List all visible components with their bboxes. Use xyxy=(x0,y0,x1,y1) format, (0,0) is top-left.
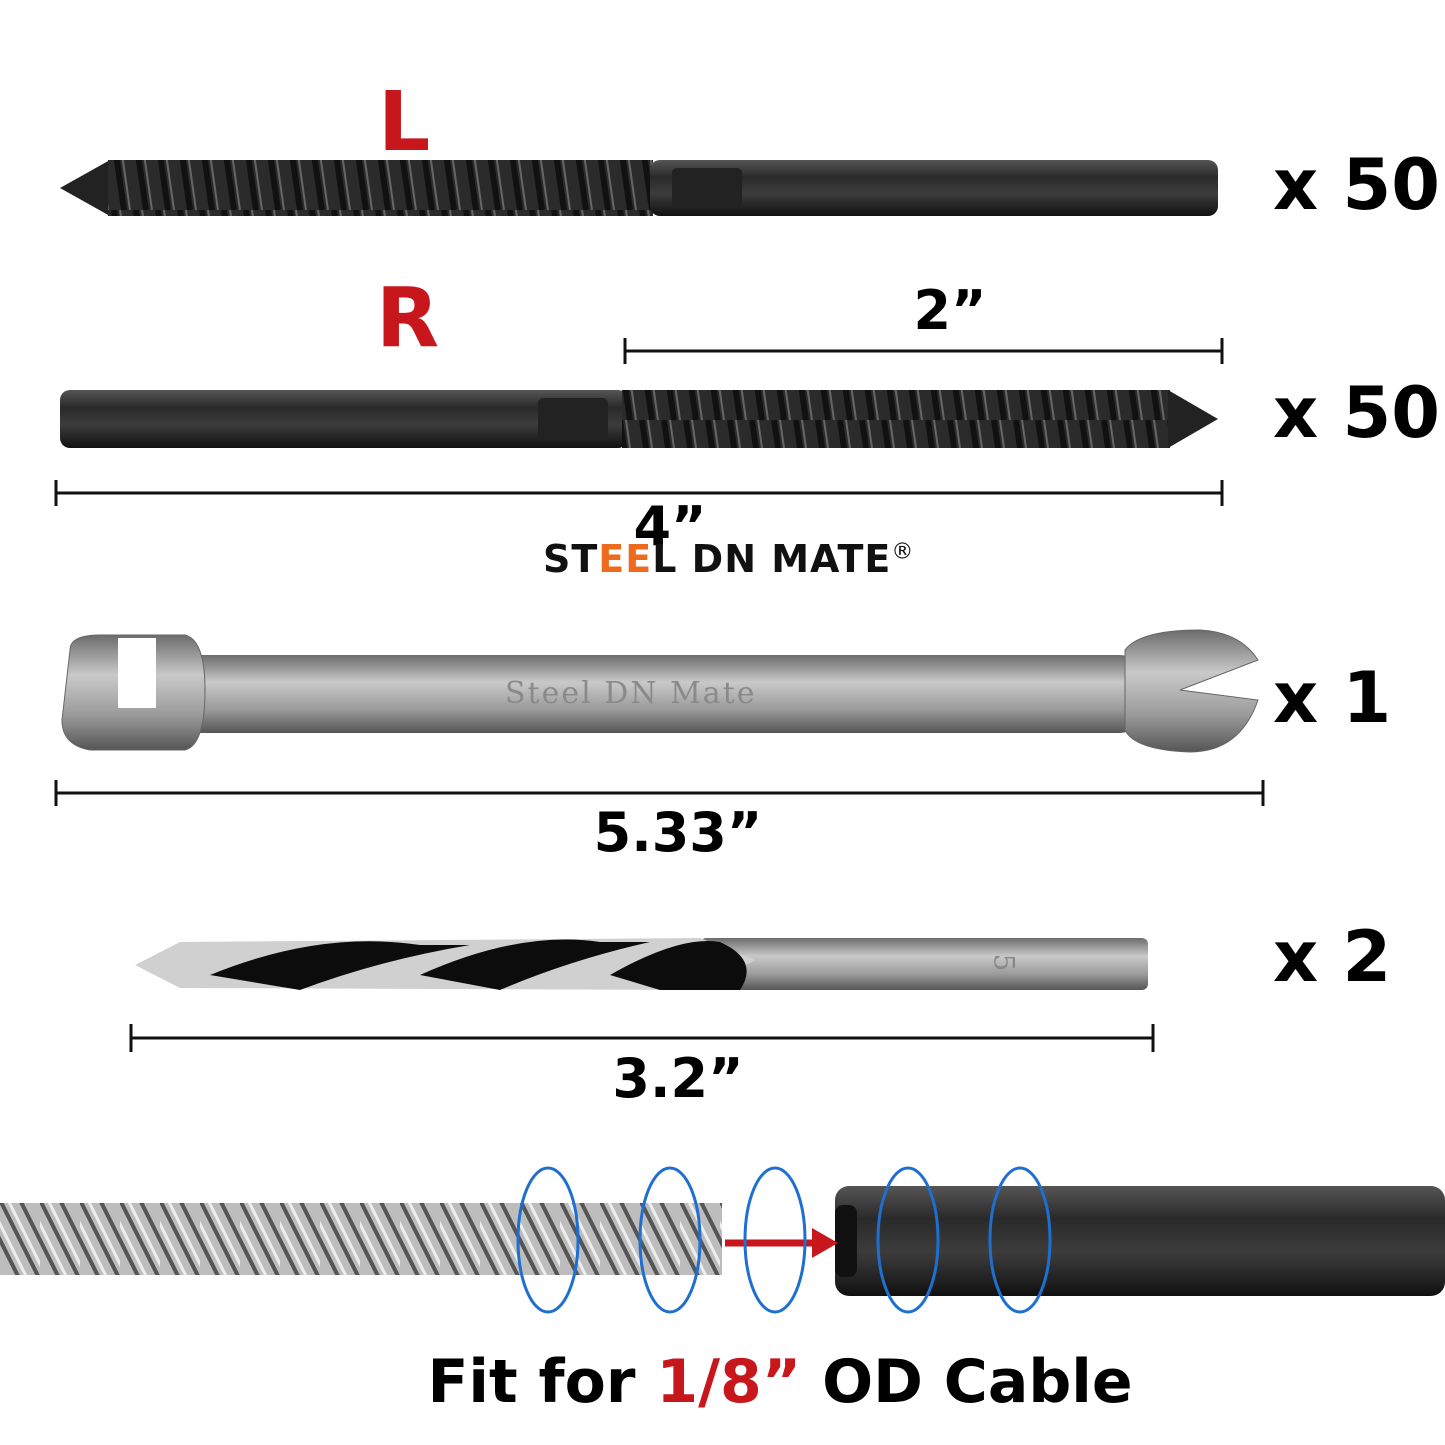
swage-tube xyxy=(835,1186,1445,1296)
logo-text-accent: EE xyxy=(598,537,653,581)
left-hand-lag-screw xyxy=(60,160,1218,216)
wrench-length-label: 5.33” xyxy=(593,801,763,864)
caption-suffix: OD Cable xyxy=(822,1347,1133,1417)
wrench-quantity: x 1 xyxy=(1273,657,1392,739)
drill-quantity: x 2 xyxy=(1273,916,1392,998)
dimension-lines xyxy=(54,338,1265,1052)
left-screw-quantity: x 50 xyxy=(1273,144,1440,226)
logo-text: L DN MATE xyxy=(652,537,892,581)
caption-prefix: Fit for xyxy=(427,1347,636,1417)
cable-fit-diagram xyxy=(0,1166,1445,1314)
thread-length-label: 2” xyxy=(913,279,987,342)
wire-cable xyxy=(0,1203,722,1275)
brad-point-drill-bit xyxy=(135,938,1148,990)
right-hand-label: R xyxy=(376,271,440,366)
right-hand-lag-screw xyxy=(60,390,1218,448)
brand-logo: STEEL DN MATE® xyxy=(543,540,914,578)
left-hand-label: L xyxy=(378,75,431,170)
ring-icons xyxy=(516,1166,1052,1314)
cable-fit-caption: Fit for 1/8” OD Cable xyxy=(0,1352,1445,1412)
drill-size-engraving: 5 xyxy=(987,953,1021,972)
total-length-label: 4” xyxy=(633,495,707,558)
wrench-engraving: Steel DN Mate xyxy=(505,676,757,711)
cable-size: 1/8” xyxy=(656,1347,802,1417)
spoke-wrench xyxy=(61,629,1259,753)
registered-mark: ® xyxy=(891,539,915,565)
logo-text: ST xyxy=(543,537,599,581)
drill-length-label: 3.2” xyxy=(612,1047,744,1110)
right-screw-quantity: x 50 xyxy=(1273,372,1440,454)
arrow-icon xyxy=(812,1228,838,1258)
